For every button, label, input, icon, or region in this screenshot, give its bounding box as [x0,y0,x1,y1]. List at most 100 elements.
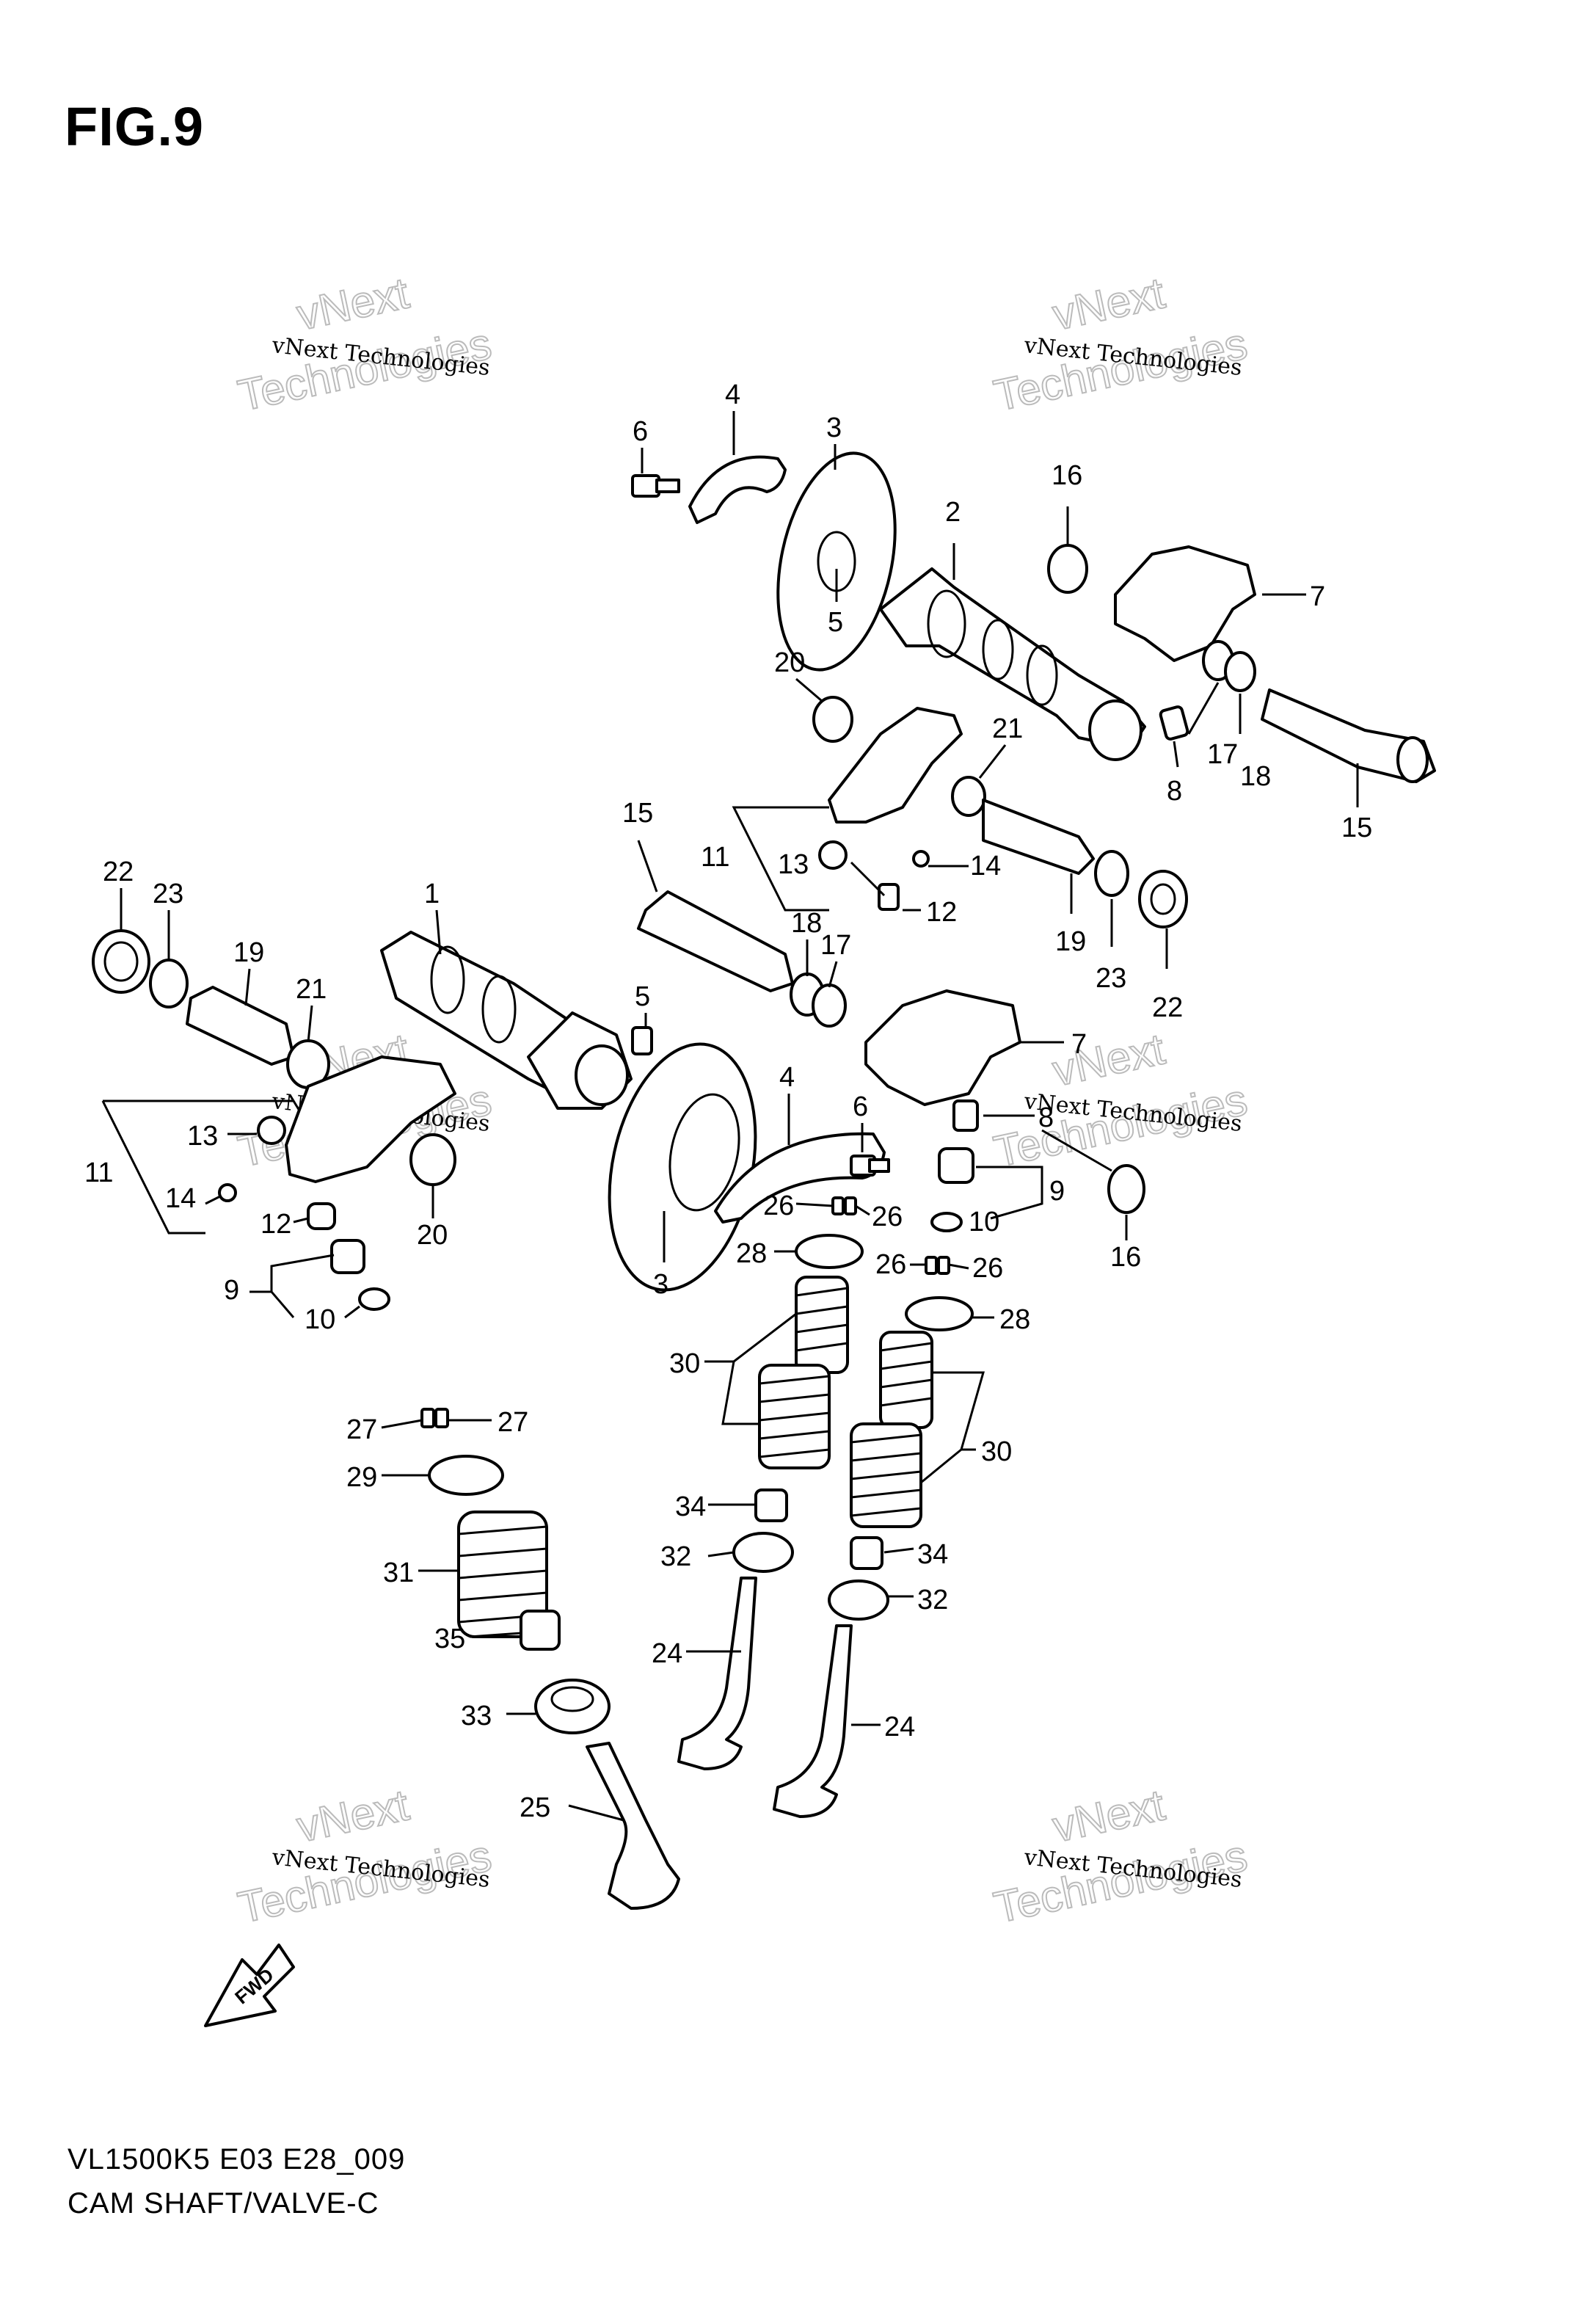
retainer-28-a [795,1234,864,1269]
spring-30-b-outer [879,1331,933,1429]
svg-text:vNext: vNext [1049,1024,1169,1095]
callout-labels: 6 4 3 5 2 16 7 20 21 17 18 8 15 15 11 13… [84,379,1372,1823]
callout-16: 16 [1052,460,1082,491]
washer-16-center [1107,1164,1145,1214]
retainer-29 [428,1455,504,1496]
seat-32-b [828,1579,889,1621]
lifter-9-left [330,1239,365,1274]
valve-25 [586,1742,680,1910]
callout-35: 35 [434,1624,465,1654]
spring-30-a-inner [758,1364,831,1469]
callout-30: 30 [981,1436,1012,1467]
callout-19: 19 [1055,926,1086,957]
callout-1: 1 [424,879,440,909]
callout-26: 26 [875,1249,906,1280]
seal-34-a [754,1488,788,1522]
plug-22-left [92,929,150,994]
adjuster-12-upper [878,883,900,911]
washer-21-upper [951,776,986,817]
callout-5: 5 [635,981,650,1012]
callout-10: 10 [305,1304,335,1335]
rocker-shaft-15-upper [1261,688,1436,783]
watermark-bottom-right: vNext Technologies vNext Technologies [989,1779,1253,1933]
callout-23: 23 [1096,963,1126,994]
svg-text:vNext: vNext [1049,1780,1169,1851]
callout-22: 22 [1152,992,1183,1023]
callout-13: 13 [187,1121,218,1152]
callout-15: 15 [622,798,653,829]
rocker-shaft-15-center [637,890,794,992]
adjuster-12-left [307,1202,336,1230]
adjuster-8-center [952,1099,979,1132]
washer-10-left [358,1287,390,1311]
washer-10-center [930,1212,963,1232]
callout-11: 11 [701,842,729,873]
callout-31: 31 [383,1557,414,1588]
callout-19: 19 [233,937,264,968]
seat-33 [534,1679,611,1734]
cotter-26-a [831,1196,857,1215]
retainer-28-b [905,1296,974,1331]
callout-17: 17 [1207,739,1238,770]
callout-17: 17 [820,930,851,961]
washer-23-upper [1094,850,1129,897]
washer-20-upper [812,696,853,743]
figure-caption: CAM SHAFT/VALVE-C [68,2187,379,2220]
callout-26: 26 [972,1253,1003,1284]
bolt-6-center [850,1155,890,1177]
callout-14: 14 [970,851,1001,881]
nut-14-left [218,1183,237,1202]
watermark-mid-right: vNext Technologies vNext Technologies [989,1023,1253,1177]
callout-2: 2 [945,497,961,528]
shim-17-center [812,984,847,1028]
adjuster-13-upper [818,840,848,870]
callout-34: 34 [917,1539,948,1570]
rocker-arm-11-left [285,1055,456,1183]
callout-8: 8 [1038,1102,1054,1133]
cotter-27 [420,1408,449,1428]
callout-18: 18 [791,908,822,939]
callout-4: 4 [725,379,740,410]
plug-22-upper [1138,870,1188,928]
callout-3: 3 [826,412,842,443]
callout-5: 5 [828,607,843,638]
lifter-9-center [938,1147,974,1184]
callout-18: 18 [1240,761,1271,792]
washer-16-upper [1047,544,1088,594]
leader-lines [101,411,1359,1822]
callout-12: 12 [260,1209,291,1240]
callout-9: 9 [224,1275,239,1306]
callout-14: 14 [165,1183,196,1214]
callout-13: 13 [778,849,809,880]
adjuster-13-left [257,1116,286,1145]
callout-27: 27 [498,1407,528,1438]
callout-21: 21 [296,974,327,1005]
callout-22: 22 [103,857,134,887]
fwd-arrow-icon: FWD [204,1944,295,2027]
watermark-bottom-left: vNext Technologies vNext Technologies [233,1779,497,1933]
callout-26: 26 [872,1202,903,1232]
callout-10: 10 [969,1207,999,1237]
watermark-top-left: vNext Technologies vNext Technologies [233,267,497,421]
sprocket-3-upper [776,451,897,672]
callout-20: 20 [417,1220,448,1251]
callout-11: 11 [84,1157,113,1188]
callout-3: 3 [653,1269,668,1300]
callout-21: 21 [992,713,1023,744]
nut-14-upper [912,850,930,868]
callout-23: 23 [153,879,183,909]
bolt-6-upper [631,474,680,498]
rocker-arm-11-upper [828,707,963,824]
svg-text:vNext: vNext [293,268,413,339]
pin-5-center [631,1026,653,1055]
spring-31 [457,1511,548,1638]
callout-28: 28 [736,1238,767,1269]
rocker-shaft-19-upper [982,799,1095,875]
callout-4: 4 [779,1062,795,1093]
model-code: VL1500K5 E03 E28_009 [68,2143,406,2175]
seal-34-b [850,1536,883,1570]
washer-23-left [149,959,189,1008]
callout-20: 20 [774,647,805,678]
callout-32: 32 [660,1541,691,1572]
callout-33: 33 [461,1701,492,1731]
